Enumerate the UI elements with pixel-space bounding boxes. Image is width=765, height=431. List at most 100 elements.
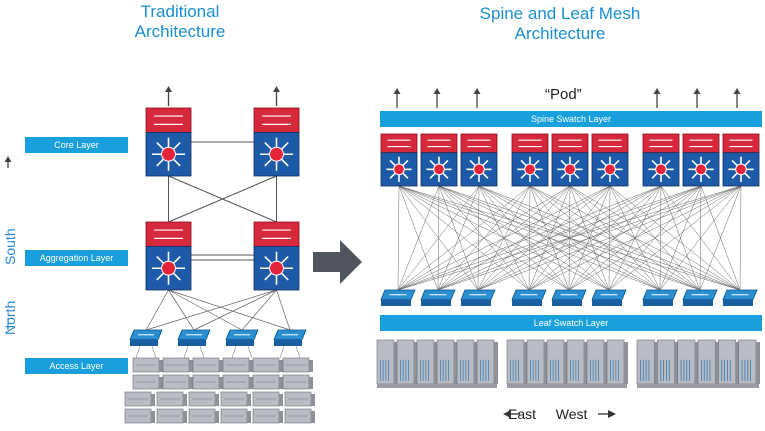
rack-blade [428, 359, 429, 381]
leaf-switch-8 [682, 289, 718, 306]
spine-leaf-link [437, 185, 480, 291]
server-side [151, 394, 155, 406]
server-side [715, 342, 720, 384]
arrow-head [653, 88, 661, 94]
access-server-link [183, 345, 189, 359]
server-side [311, 394, 315, 406]
router-hub [735, 163, 747, 176]
server-side [183, 394, 187, 406]
spine-leaf-link [397, 185, 480, 291]
left-title: Traditional Architecture [110, 2, 250, 42]
switch-front [683, 299, 713, 306]
leaf-switch-6 [591, 289, 627, 306]
rack-blade [618, 359, 619, 381]
rack-blade [721, 359, 723, 381]
server-side [434, 342, 438, 384]
spine-router-9 [722, 133, 760, 187]
access-server-1-2 [192, 374, 223, 390]
leaf-server-rack-0-1 [396, 339, 418, 385]
access-layer-label: Access Layer [25, 358, 128, 374]
rack-blade [405, 359, 407, 381]
rack-blade [595, 359, 597, 381]
server-side [279, 411, 283, 423]
server-side [494, 342, 498, 384]
rack-blade [706, 359, 708, 381]
access-server-3-5 [284, 408, 315, 424]
router-top [420, 133, 458, 154]
rack-blade [570, 359, 571, 381]
rack-blade [689, 359, 690, 381]
access-server-link [247, 345, 253, 359]
arrow-head [693, 88, 701, 94]
access-server-3-0 [124, 408, 155, 424]
access-server-2-1 [156, 391, 187, 407]
leaf-switch-2 [420, 289, 456, 306]
rack-base [637, 384, 759, 388]
access-server-0-4 [252, 357, 283, 373]
rack-blade [575, 359, 577, 381]
arrow-head [473, 88, 481, 94]
server-side [624, 342, 628, 384]
rack-blade [750, 359, 751, 381]
server-side [279, 377, 283, 389]
spine-leaf-link [659, 185, 742, 291]
server-side [151, 411, 155, 423]
switch-front [421, 299, 451, 306]
rack-blade [400, 359, 401, 381]
leaf-server-rack-2-1 [657, 339, 679, 385]
access-server-3-1 [156, 408, 187, 424]
router-top [642, 133, 680, 154]
server-side [414, 342, 418, 384]
router-hub [604, 163, 616, 176]
rack-blade [440, 359, 441, 381]
rack-blade [445, 359, 447, 381]
server-side [311, 411, 315, 423]
core-layer-label: Core Layer [25, 137, 128, 153]
router-top [511, 133, 549, 154]
rack-blade [592, 359, 594, 381]
switch-front [592, 299, 622, 306]
rack-blade [598, 359, 599, 381]
server-face [697, 339, 716, 385]
spine-router-7 [642, 133, 680, 187]
left-title-line2: Architecture [134, 22, 226, 41]
leaf-switch-layer-bar: Leaf Swatch Layer [380, 315, 762, 331]
rack-blade [612, 359, 614, 381]
access-server-0-1 [162, 357, 193, 373]
leaf-server-rack-1-3 [566, 339, 588, 385]
spine-leaf-link [608, 185, 742, 291]
access-server-2-4 [252, 391, 283, 407]
spine-router-3 [460, 133, 498, 187]
access-server-1-0 [132, 374, 163, 390]
switch-front [274, 339, 302, 346]
spine-uplink-arrow-6 [733, 88, 741, 108]
rack-blade [460, 359, 461, 381]
server-side [247, 394, 251, 406]
leaf-server-rack-0-3 [436, 339, 458, 385]
agg-access-link [168, 289, 195, 331]
arrow-head [433, 88, 441, 94]
router-top [591, 133, 629, 154]
access-server-1-4 [252, 374, 283, 390]
right-title-line1: Spine and Leaf Mesh [479, 4, 641, 23]
core-uplink-arrow-left [165, 86, 172, 106]
rack-blade [408, 359, 409, 381]
rack-blade [538, 359, 539, 381]
server-side [756, 342, 760, 384]
leaf-server-rack-2-4 [718, 339, 740, 385]
east-west-label: East West [508, 406, 587, 422]
access-server-2-0 [124, 391, 155, 407]
rack-blade [590, 359, 591, 381]
spine-leaf-link [477, 185, 742, 291]
router-hub [393, 163, 405, 176]
router-hub [269, 260, 284, 276]
server-side [474, 342, 478, 384]
leaf-server-rack-0-2 [416, 339, 438, 385]
spine-leaf-link [477, 185, 611, 291]
router-hub [655, 163, 667, 176]
spine-router-1 [380, 133, 418, 187]
server-side [524, 342, 528, 384]
aggregation-layer-label: Aggregation Layer [25, 250, 128, 266]
leaf-server-rack-2-3 [697, 339, 720, 385]
access-server-link [231, 345, 237, 359]
